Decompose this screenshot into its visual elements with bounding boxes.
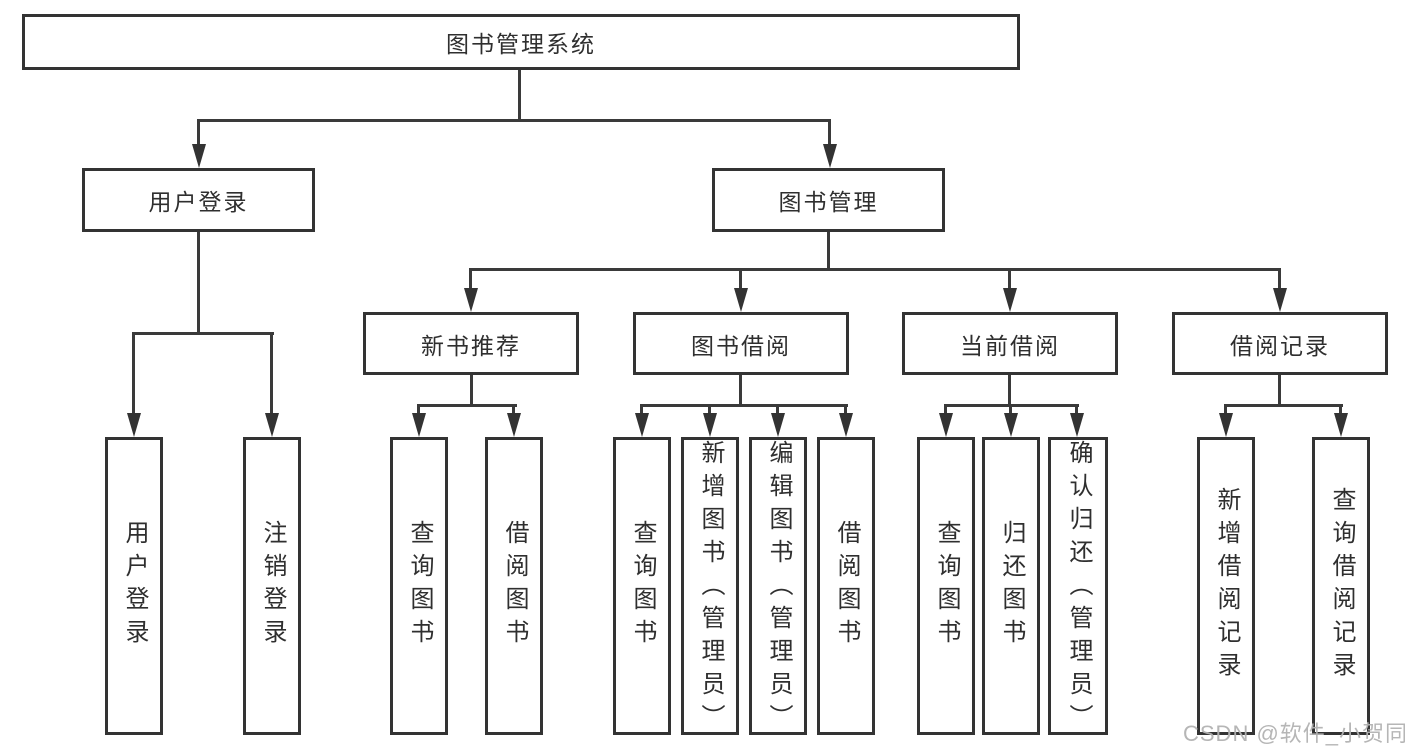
connector-leaf-stem-line [1224,404,1227,416]
leaf-current-confirm-return-admin: 确认归还（管理员） [1048,437,1108,737]
connector-book-borrow-bus-line [640,404,848,407]
csdn-watermark: CSDN @软件_小贺同学 [1183,721,1405,746]
arrow-down-icon [939,413,953,437]
connector-leaf-stem-line [739,268,742,290]
connector-new-books-drop-line [470,375,473,407]
connector-user-login-drop-line [197,232,200,335]
arrow-down-icon [1219,413,1233,437]
node-root-system: 图书管理系统 [22,14,1020,70]
connector-borrow-records-bus-line [1224,404,1343,407]
arrow-down-icon [127,413,141,437]
leaf-records-query: 查询借阅记录 [1312,437,1370,735]
node-new-book-recommend: 新书推荐 [363,312,579,375]
arrow-down-icon [1003,288,1017,312]
connector-leaf-stem-line [469,268,472,290]
connector-leaf-stem-line [512,404,515,416]
arrow-down-icon [1273,288,1287,312]
connector-leaf-stem-line [944,404,947,416]
node-book-management: 图书管理 [712,168,945,232]
arrow-down-icon [412,413,426,437]
connector-leaf-stem-line [640,404,643,416]
connector-level2-bus-line [197,119,831,122]
node-book-borrow: 图书借阅 [633,312,849,375]
connector-book-mgmt-drop-line [827,232,830,271]
arrow-down-icon [1004,413,1018,437]
connector-user-login-bus-line [132,332,274,335]
connector-leaf-stem-line [844,404,847,416]
leaf-new-books-borrow: 借阅图书 [485,437,543,735]
connector-leaf-stem-line [1008,268,1011,290]
node-borrow-records: 借阅记录 [1172,312,1388,375]
arrow-down-icon [771,413,785,437]
connector-current-borrow-drop-line [1008,375,1011,407]
arrow-down-icon [1334,413,1348,437]
connector-leaf-stem-line [1075,404,1078,416]
connector-leaf-stem-line [776,404,779,416]
connector-leaf-stem-line [132,332,135,414]
leaf-borrow-borrow: 借阅图书 [817,437,875,735]
leaf-borrow-edit-admin: 编辑图书（管理员） [749,437,807,737]
leaf-records-add: 新增借阅记录 [1197,437,1255,735]
leaf-current-query: 查询图书 [917,437,975,735]
connector-book-borrow-drop-line [739,375,742,407]
connector-leaf-stem-line [417,404,420,416]
arrow-down-icon [635,413,649,437]
leaf-new-books-query: 查询图书 [390,437,448,735]
node-user-login: 用户登录 [82,168,315,232]
connector-leaf-stem-line [1339,404,1342,416]
connector-book-mgmt-stem-line [828,119,831,147]
arrow-down-icon [839,413,853,437]
arrow-down-icon [507,413,521,437]
connector-level3-bus-line [469,268,1281,271]
leaf-borrow-query: 查询图书 [613,437,671,735]
connector-leaf-stem-line [1009,404,1012,416]
leaf-borrow-add-admin: 新增图书（管理员） [681,437,739,737]
arrow-down-icon [1070,413,1084,437]
arrow-down-icon [192,144,206,168]
arrow-down-icon [703,413,717,437]
connector-leaf-stem-line [270,332,273,414]
connector-borrow-records-drop-line [1278,375,1281,407]
leaf-user-login: 用户登录 [105,437,163,735]
connector-user-login-stem-line [197,119,200,147]
arrow-down-icon [265,413,279,437]
leaf-current-return: 归还图书 [982,437,1040,735]
connector-root-drop-line [518,70,521,122]
arrow-down-icon [823,144,837,168]
leaf-logout: 注销登录 [243,437,301,735]
connector-leaf-stem-line [1278,268,1281,290]
arrow-down-icon [734,288,748,312]
arrow-down-icon [464,288,478,312]
node-current-borrow: 当前借阅 [902,312,1118,375]
connector-leaf-stem-line [708,404,711,416]
connector-new-books-bus-line [417,404,517,407]
